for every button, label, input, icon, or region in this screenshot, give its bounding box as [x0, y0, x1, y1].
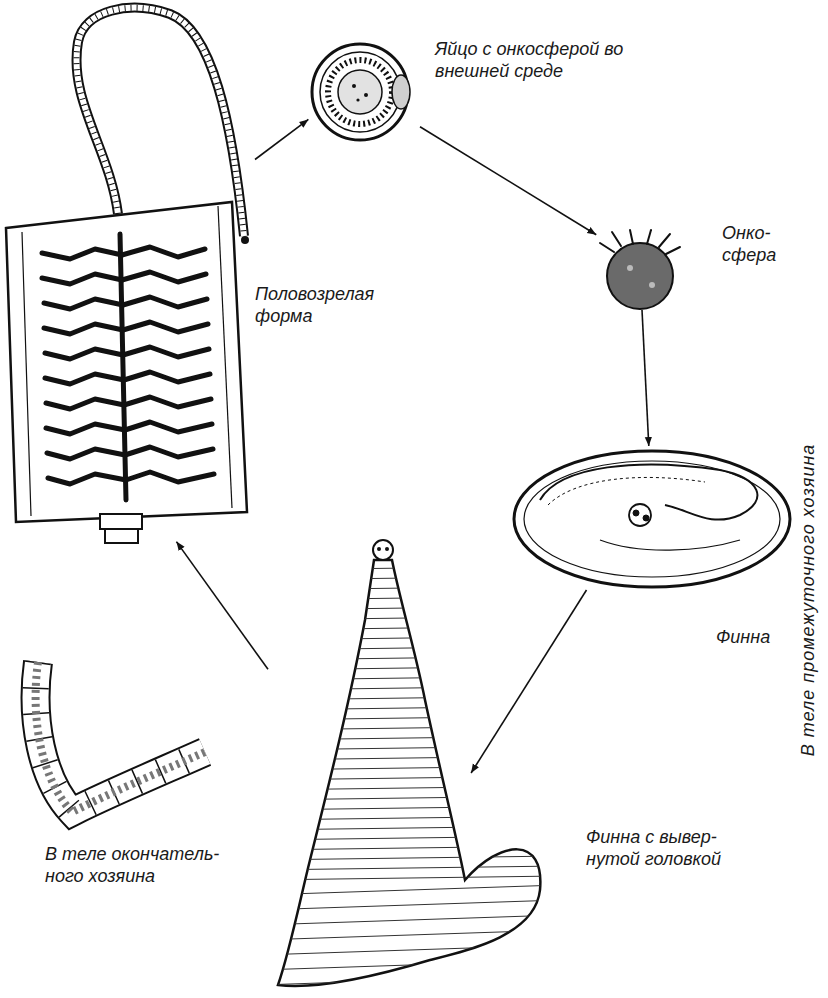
- cysticercus: [514, 451, 790, 587]
- stage-caption: Финна с вывер- нутой головкой: [586, 826, 741, 870]
- host-label: В теле окончатель- ного хозяина: [45, 843, 230, 887]
- stage-caption: Онко- сфера: [722, 222, 786, 266]
- cycle-arrow: [176, 542, 268, 670]
- stage-node: Финна: [510, 448, 795, 590]
- stage-caption: Яйцо с онкосферой во внешней среде: [435, 38, 670, 82]
- mature-proglottid: [6, 202, 247, 543]
- stage-caption: Финна: [716, 626, 796, 648]
- cycle-arrow: [255, 119, 308, 159]
- stage-node: Яйцо с онкосферой во внешней среде: [310, 40, 420, 140]
- everted-cysticercus: [260, 540, 560, 986]
- stage-node: Половозрелая форма: [5, 0, 255, 540]
- cycle-arrow: [471, 590, 586, 773]
- cycle-arrow: [642, 310, 649, 446]
- proglottid-chain: [36, 662, 205, 812]
- stage-caption: Половозрелая форма: [255, 283, 380, 327]
- stage-node: Финна с вывер- нутой головкой: [268, 540, 470, 990]
- oncosphere: [600, 230, 680, 309]
- host-label-vertical: В теле промежуточного хозяина: [797, 370, 819, 830]
- cycle-arrow: [420, 127, 596, 235]
- egg-with-oncosphere: [312, 44, 410, 140]
- stage-node: Онко- сфера: [598, 230, 682, 310]
